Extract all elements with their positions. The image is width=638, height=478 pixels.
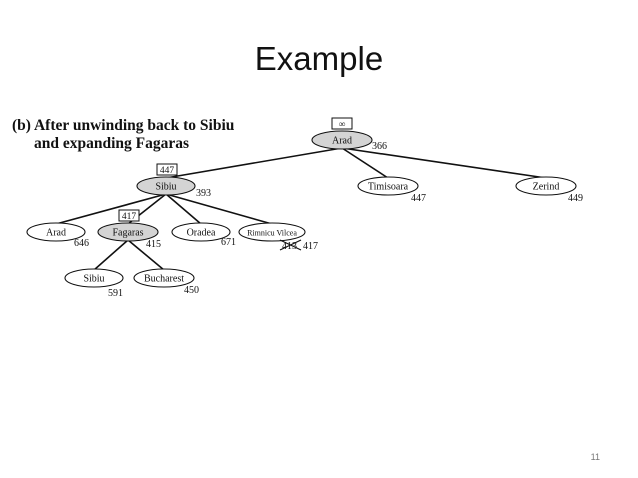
- slide-title: Example: [254, 40, 384, 77]
- f-limit-value-fagaras: 417: [122, 212, 137, 222]
- tree-node-label-arad-root: Arad: [332, 136, 352, 147]
- tree-node-value-timisoara: 447: [411, 193, 426, 204]
- caption-line-2: and expanding Fagaras: [34, 135, 190, 152]
- f-limit-box-arad-root: [331, 117, 353, 130]
- tree-node-arad-root: [311, 130, 373, 150]
- tree-node-sibiu: [136, 176, 196, 196]
- tree-edge-sibiu-to-arad-child: [55, 193, 167, 225]
- f-limit-value-sibiu: 447: [160, 166, 175, 176]
- tree-node-zerind: [515, 176, 577, 196]
- tree-edge-arad-root-to-sibiu: [165, 147, 343, 179]
- tree-node-label-bucharest: Bucharest: [144, 274, 184, 285]
- tree-node-label-arad-child: Arad: [46, 228, 66, 239]
- figure-caption: (b) After unwinding back to Sibiu and ex…: [12, 117, 302, 153]
- tree-node-bucharest: [133, 268, 195, 288]
- tree-edge-arad-root-to-zerind: [341, 147, 547, 179]
- tree-node-timisoara: [357, 176, 419, 196]
- tree-edge-sibiu-to-oradea: [165, 193, 202, 225]
- tree-node-label-fagaras: Fagaras: [112, 228, 143, 239]
- tree-edge-arad-root-to-timisoara: [341, 147, 389, 179]
- tree-node-rimnicu: [238, 222, 306, 242]
- tree-node-value-arad-root: 366: [372, 141, 387, 152]
- tree-node-sibiu-leaf: [64, 268, 124, 288]
- tree-edge-sibiu-to-rimnicu: [165, 193, 273, 225]
- tree-node-value-bucharest: 450: [184, 285, 199, 296]
- tree-edge-fagaras-to-sibiu-leaf: [93, 239, 129, 271]
- tree-node-value-arad-child: 646: [74, 238, 89, 249]
- f-limit-box-fagaras: [118, 209, 140, 222]
- tree-node-label-rimnicu: Rimnicu Vilcea: [247, 229, 297, 238]
- caption-line-1: (b) After unwinding back to Sibiu: [12, 117, 235, 134]
- tree-node-label-sibiu: Sibiu: [155, 182, 176, 193]
- tree-node-fagaras: [97, 222, 159, 242]
- strike-mark-rimnicu: [279, 239, 302, 251]
- tree-edge-fagaras-to-bucharest: [127, 239, 165, 271]
- tree-node-label-sibiu-leaf: Sibiu: [83, 274, 104, 285]
- tree-node-label-oradea: Oradea: [187, 228, 216, 239]
- page-number: 11: [590, 452, 600, 462]
- f-limit-value-arad-root: ∞: [339, 120, 346, 130]
- crossed-value-rimnicu: 413: [282, 241, 297, 252]
- tree-node-value-sibiu-leaf: 591: [108, 288, 123, 299]
- tree-node-label-timisoara: Timisoara: [368, 182, 409, 193]
- tree-node-value-fagaras: 415: [146, 239, 161, 250]
- tree-node-value-sibiu: 393: [196, 188, 211, 199]
- tree-node-label-zerind: Zerind: [533, 182, 560, 193]
- tree-node-value-zerind: 449: [568, 193, 583, 204]
- f-limit-box-sibiu: [156, 163, 178, 176]
- tree-node-oradea: [171, 222, 231, 242]
- tree-node-value-rimnicu: 417: [303, 241, 318, 252]
- tree-node-arad-child: [26, 222, 86, 242]
- tree-node-value-oradea: 671: [221, 237, 236, 248]
